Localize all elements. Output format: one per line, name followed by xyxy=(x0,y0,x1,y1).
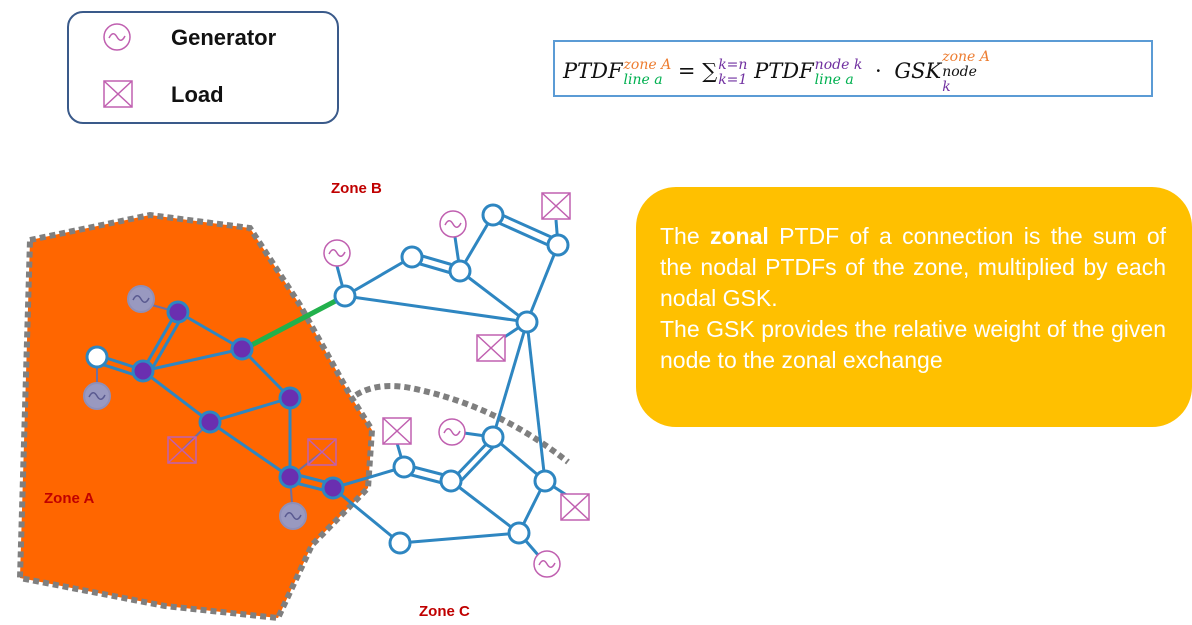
node-a2 xyxy=(131,359,155,383)
sum-lower: k=1 xyxy=(718,71,748,88)
term2-sup: zone A xyxy=(942,49,990,65)
info-line1-post: PTDF of a connection is the sum of the n… xyxy=(660,223,1166,311)
line-a9 xyxy=(209,396,291,424)
legend-generator-label: Generator xyxy=(171,25,277,50)
zone-b-label: Zone B xyxy=(331,180,382,197)
line-a-highlight xyxy=(242,293,347,352)
info-line1-bold: zonal xyxy=(709,223,769,249)
zone-a-generators xyxy=(83,285,307,530)
node-b3 xyxy=(448,259,472,283)
zone-a-loads xyxy=(167,436,337,466)
line-c2 xyxy=(332,486,401,545)
line-b1 xyxy=(344,255,413,298)
load-b1-icon xyxy=(541,192,571,220)
line-b9 xyxy=(344,294,528,324)
load-b2-icon xyxy=(476,334,506,362)
load-c2-icon xyxy=(560,493,590,521)
sum-sign: ∑ xyxy=(702,59,718,83)
load-a1-icon xyxy=(167,436,197,464)
line-a5 xyxy=(177,310,243,351)
dot-operator: · xyxy=(875,59,882,83)
legend-load-label: Load xyxy=(171,82,224,107)
lhs-sub: line a xyxy=(623,71,663,88)
info-paragraph-1: The zonal PTDF of a connection is the su… xyxy=(660,221,1166,314)
zone-a-label: Zone A xyxy=(44,490,95,507)
load-c1-icon xyxy=(382,417,412,445)
node-b4 xyxy=(481,203,505,227)
term2-sub-b: k xyxy=(942,79,951,95)
node-b5 xyxy=(546,233,570,257)
zone-c-label: Zone C xyxy=(419,603,470,620)
legend-load-icon xyxy=(103,80,133,108)
node-a3 xyxy=(230,337,254,361)
generator-c1-icon xyxy=(438,418,466,446)
generator-b1-icon xyxy=(323,239,351,267)
info-paragraph-2: The GSK provides the relative weight of … xyxy=(660,316,1166,373)
term1-sub: line a xyxy=(814,71,854,88)
legend-generator-icon xyxy=(103,23,131,51)
info-box: The zonal PTDF of a connection is the su… xyxy=(636,187,1192,427)
sum-upper: k=n xyxy=(718,56,748,73)
term2-sub: node k xyxy=(942,65,990,95)
generator-a1-icon xyxy=(127,285,155,313)
lhs-sup: zone A xyxy=(623,56,672,73)
line-a2 xyxy=(147,314,185,375)
line-a6 xyxy=(142,347,243,373)
node-c6 xyxy=(388,531,412,555)
line-a10 xyxy=(209,420,291,479)
line-b6 xyxy=(489,217,558,251)
node-c1 xyxy=(392,455,416,479)
generator-c2-icon xyxy=(533,550,561,578)
line-b10 xyxy=(491,321,529,438)
node-c4 xyxy=(533,469,557,493)
term2-base: GSK xyxy=(894,59,942,83)
equals-sign: = xyxy=(677,59,696,83)
zone-bc-boundary xyxy=(354,383,570,465)
zone-a-region xyxy=(16,211,376,622)
zone-a-nodes xyxy=(131,300,345,500)
legend-box xyxy=(67,11,339,124)
node-c5 xyxy=(507,521,531,545)
line-c10 xyxy=(399,531,520,545)
info-line1-pre: The xyxy=(660,223,710,249)
generator-a3-icon xyxy=(279,502,307,530)
line-b11 xyxy=(525,321,547,482)
load-a2-icon xyxy=(307,438,337,466)
zone-bc-loads xyxy=(382,192,590,521)
node-a5 xyxy=(198,410,222,434)
generator-b2-icon xyxy=(439,210,467,238)
node-a6 xyxy=(278,465,302,489)
term2-sub-a: node xyxy=(942,64,977,80)
node-b2 xyxy=(400,245,424,269)
node-b1 xyxy=(333,284,357,308)
line-b7 xyxy=(459,269,528,324)
term1-sup: node k xyxy=(814,56,863,73)
node-c2 xyxy=(439,469,463,493)
node-a1 xyxy=(166,300,190,324)
generator-a2-icon xyxy=(83,382,111,410)
node-c3 xyxy=(481,425,505,449)
lhs-base: PTDF xyxy=(563,59,623,83)
node-a4 xyxy=(278,386,302,410)
line-b8 xyxy=(525,244,560,323)
zone-bc-generators xyxy=(323,210,561,578)
line-a7 xyxy=(142,369,211,424)
line-c1 xyxy=(332,465,405,490)
term1-base: PTDF xyxy=(754,59,814,83)
line-c8 xyxy=(450,479,520,535)
node-a8 xyxy=(85,345,109,369)
zone-bc-nodes xyxy=(333,203,570,555)
node-b6 xyxy=(515,310,539,334)
node-a7 xyxy=(321,476,345,500)
